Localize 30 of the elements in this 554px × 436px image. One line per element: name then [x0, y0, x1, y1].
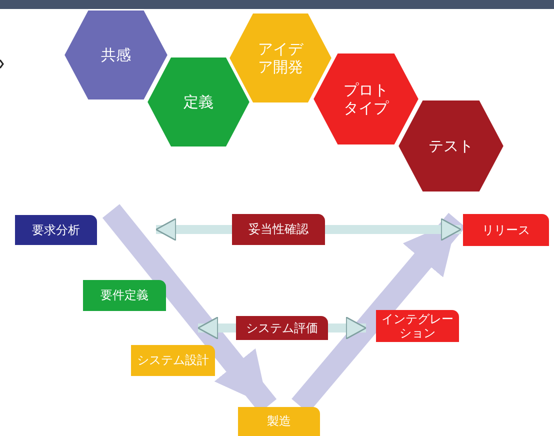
process-box — [463, 214, 549, 246]
step-label: 製造 — [267, 414, 291, 429]
arrow — [328, 316, 367, 340]
process-box — [15, 215, 97, 245]
step-label: プロトタイプ — [342, 81, 390, 117]
hexagon — [64, 10, 168, 100]
arrow — [197, 316, 236, 340]
hexagon — [398, 100, 504, 192]
process-box — [238, 407, 320, 436]
process-box — [131, 345, 215, 376]
step-label: テスト — [428, 137, 474, 155]
process-box — [236, 316, 328, 340]
step-label: システム設計 — [137, 353, 209, 368]
step-label: 妥当性確認 — [248, 222, 308, 237]
step-label: 要求分析 — [32, 222, 80, 238]
hexagon — [229, 13, 332, 103]
step-label: インテグレーション — [380, 312, 454, 340]
step-label: アイデア開発 — [257, 40, 304, 76]
hexagon — [313, 53, 419, 145]
step-label: システム評価 — [246, 320, 318, 336]
step-label: 要件定義 — [100, 288, 148, 303]
step-label: 共感 — [101, 46, 131, 64]
arrow — [325, 218, 462, 241]
arrow — [155, 218, 232, 241]
process-box — [376, 310, 459, 342]
process-box — [232, 214, 325, 245]
hexagon — [147, 57, 250, 147]
process-box — [83, 280, 166, 311]
step-label: リリース — [482, 222, 530, 238]
step-label: 定義 — [184, 93, 214, 111]
